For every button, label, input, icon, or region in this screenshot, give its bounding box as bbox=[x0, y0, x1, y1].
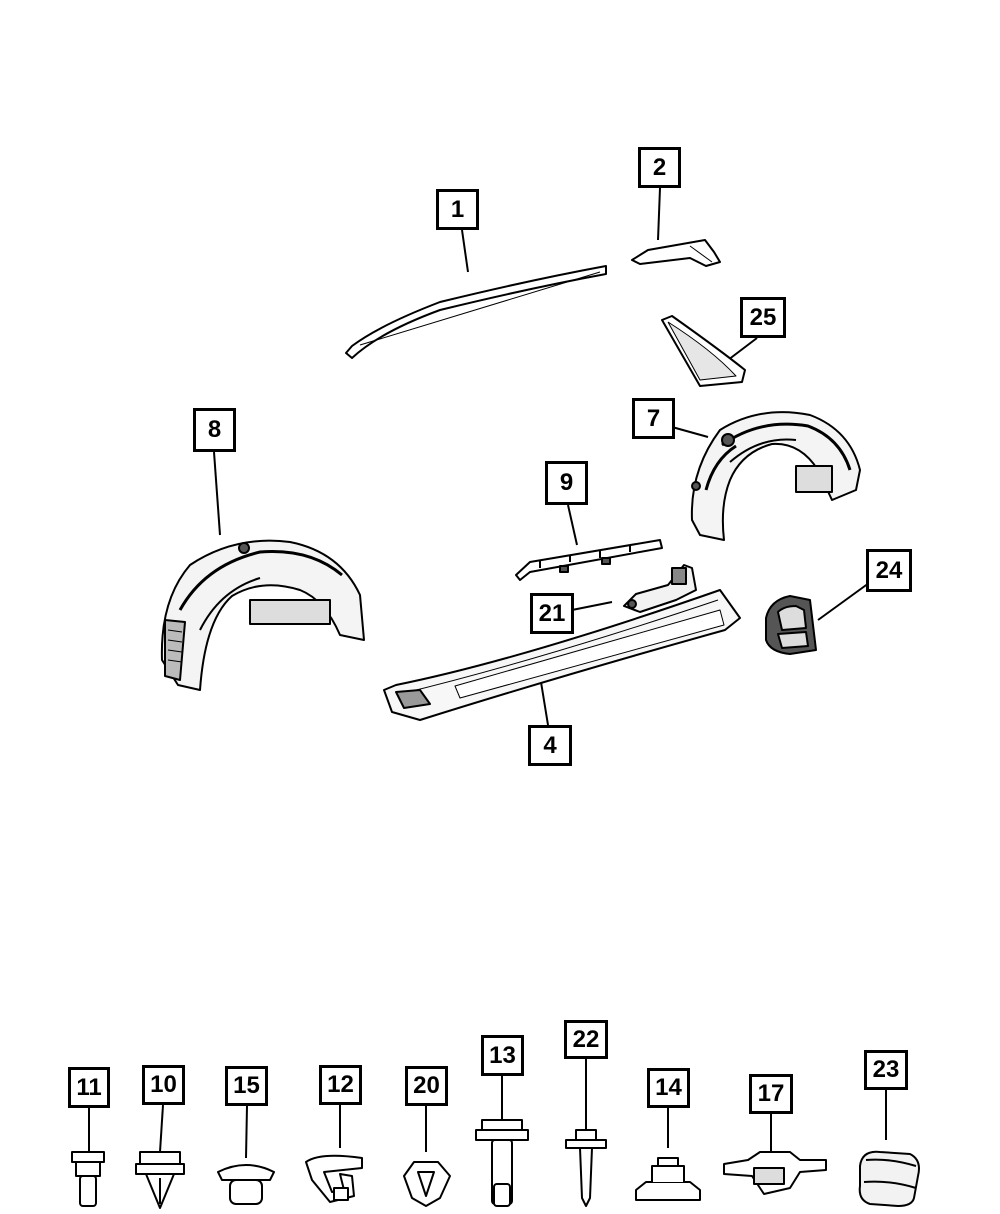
retainer-part bbox=[217, 1164, 275, 1205]
callout-12: 12 bbox=[319, 1065, 362, 1105]
callout-11: 11 bbox=[68, 1067, 110, 1108]
roof-molding-part bbox=[345, 265, 607, 359]
bolt-13-part bbox=[475, 1119, 529, 1207]
callout-20: 20 bbox=[405, 1066, 448, 1106]
callout-1: 1 bbox=[436, 189, 479, 230]
callout-25: 25 bbox=[740, 297, 786, 338]
callout-22: 22 bbox=[564, 1020, 608, 1059]
callout-23: 23 bbox=[864, 1050, 908, 1090]
applique-part bbox=[631, 239, 721, 267]
callout-17: 17 bbox=[749, 1074, 793, 1114]
bracket-part bbox=[623, 564, 697, 613]
callout-24: 24 bbox=[866, 549, 912, 592]
cover-part bbox=[765, 595, 817, 655]
bracket-17-part bbox=[723, 1151, 827, 1195]
callout-21: 21 bbox=[530, 593, 574, 634]
callout-10: 10 bbox=[142, 1065, 185, 1105]
bracket-rail-part bbox=[515, 539, 663, 581]
callout-14: 14 bbox=[647, 1068, 690, 1108]
callout-9: 9 bbox=[545, 461, 588, 505]
callout-13: 13 bbox=[481, 1035, 524, 1076]
triangle-trim-part bbox=[661, 315, 746, 387]
clip-20-part bbox=[403, 1161, 451, 1207]
callout-7: 7 bbox=[632, 398, 675, 439]
clip-12-part bbox=[305, 1154, 363, 1203]
screw-part bbox=[565, 1129, 607, 1207]
callout-2: 2 bbox=[638, 147, 681, 188]
rear-wheelhouse-liner-part bbox=[690, 411, 861, 541]
bolt-11-part bbox=[71, 1151, 105, 1207]
grommet-part bbox=[858, 1150, 920, 1207]
front-wheelhouse-liner-part bbox=[160, 539, 365, 691]
push-pin-part bbox=[135, 1151, 185, 1209]
sill-molding-part bbox=[383, 589, 741, 721]
callout-4: 4 bbox=[528, 725, 572, 766]
nut-part bbox=[635, 1157, 701, 1201]
leader-lines bbox=[88, 187, 887, 1159]
callout-8: 8 bbox=[193, 408, 236, 452]
callout-15: 15 bbox=[225, 1066, 268, 1106]
